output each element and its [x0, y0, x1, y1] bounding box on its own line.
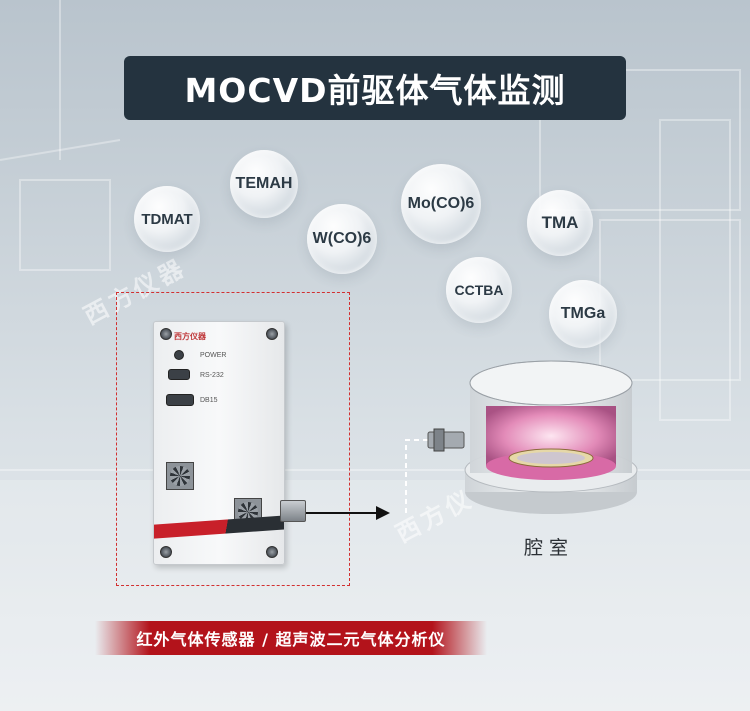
db15-port: [166, 394, 194, 406]
screw-icon: [160, 328, 172, 340]
arrow-head-icon: [376, 506, 390, 520]
sensor-highlight-box: [116, 292, 350, 586]
port-label-db15: DB15: [200, 397, 218, 404]
bubble-tmga: TMGa: [549, 280, 617, 348]
bubble-label: CCTBA: [454, 282, 504, 298]
bubble-label: TDMAT: [141, 210, 193, 228]
page-title: MOCVD前驱体气体监测: [184, 71, 566, 110]
bubble-temah: TEMAH: [230, 150, 298, 218]
fan-icon: [166, 462, 194, 490]
rs232-port: [168, 369, 190, 380]
bubble-moco6: Mo(CO)6: [401, 164, 481, 244]
product-banner: 红外气体传感器 / 超声波二元气体分析仪: [95, 621, 487, 655]
bubble-label: TMGa: [560, 305, 606, 322]
probe-fitting: [427, 431, 465, 449]
bubble-label: TMA: [541, 213, 579, 232]
bubble-tdmat: TDMAT: [134, 186, 200, 252]
product-banner-text: 红外气体传感器 / 超声波二元气体分析仪: [136, 630, 446, 649]
screw-icon: [160, 546, 172, 558]
bubble-label: W(CO)6: [312, 230, 372, 247]
screw-icon: [266, 546, 278, 558]
bubble-cctba: CCTBA: [446, 257, 512, 323]
sample-line: [405, 439, 428, 513]
gas-sensor-device: 西方仪器 POWER RS-232 DB15: [153, 321, 285, 565]
port-label-power: POWER: [200, 352, 227, 359]
chamber-label: 腔室: [524, 537, 575, 559]
bubble-wco6: W(CO)6: [307, 204, 377, 274]
gas-outlet-fitting: [280, 500, 306, 522]
port-label-rs232: RS-232: [200, 372, 224, 379]
bubble-label: Mo(CO)6: [407, 195, 475, 212]
bubble-label: TEMAH: [235, 175, 293, 192]
bubble-tma: TMA: [527, 190, 593, 256]
screw-icon: [266, 328, 278, 340]
power-switch: [174, 350, 184, 360]
device-brand-logo: 西方仪器: [174, 332, 206, 341]
page-title-bar: MOCVD前驱体气体监测: [124, 56, 626, 120]
